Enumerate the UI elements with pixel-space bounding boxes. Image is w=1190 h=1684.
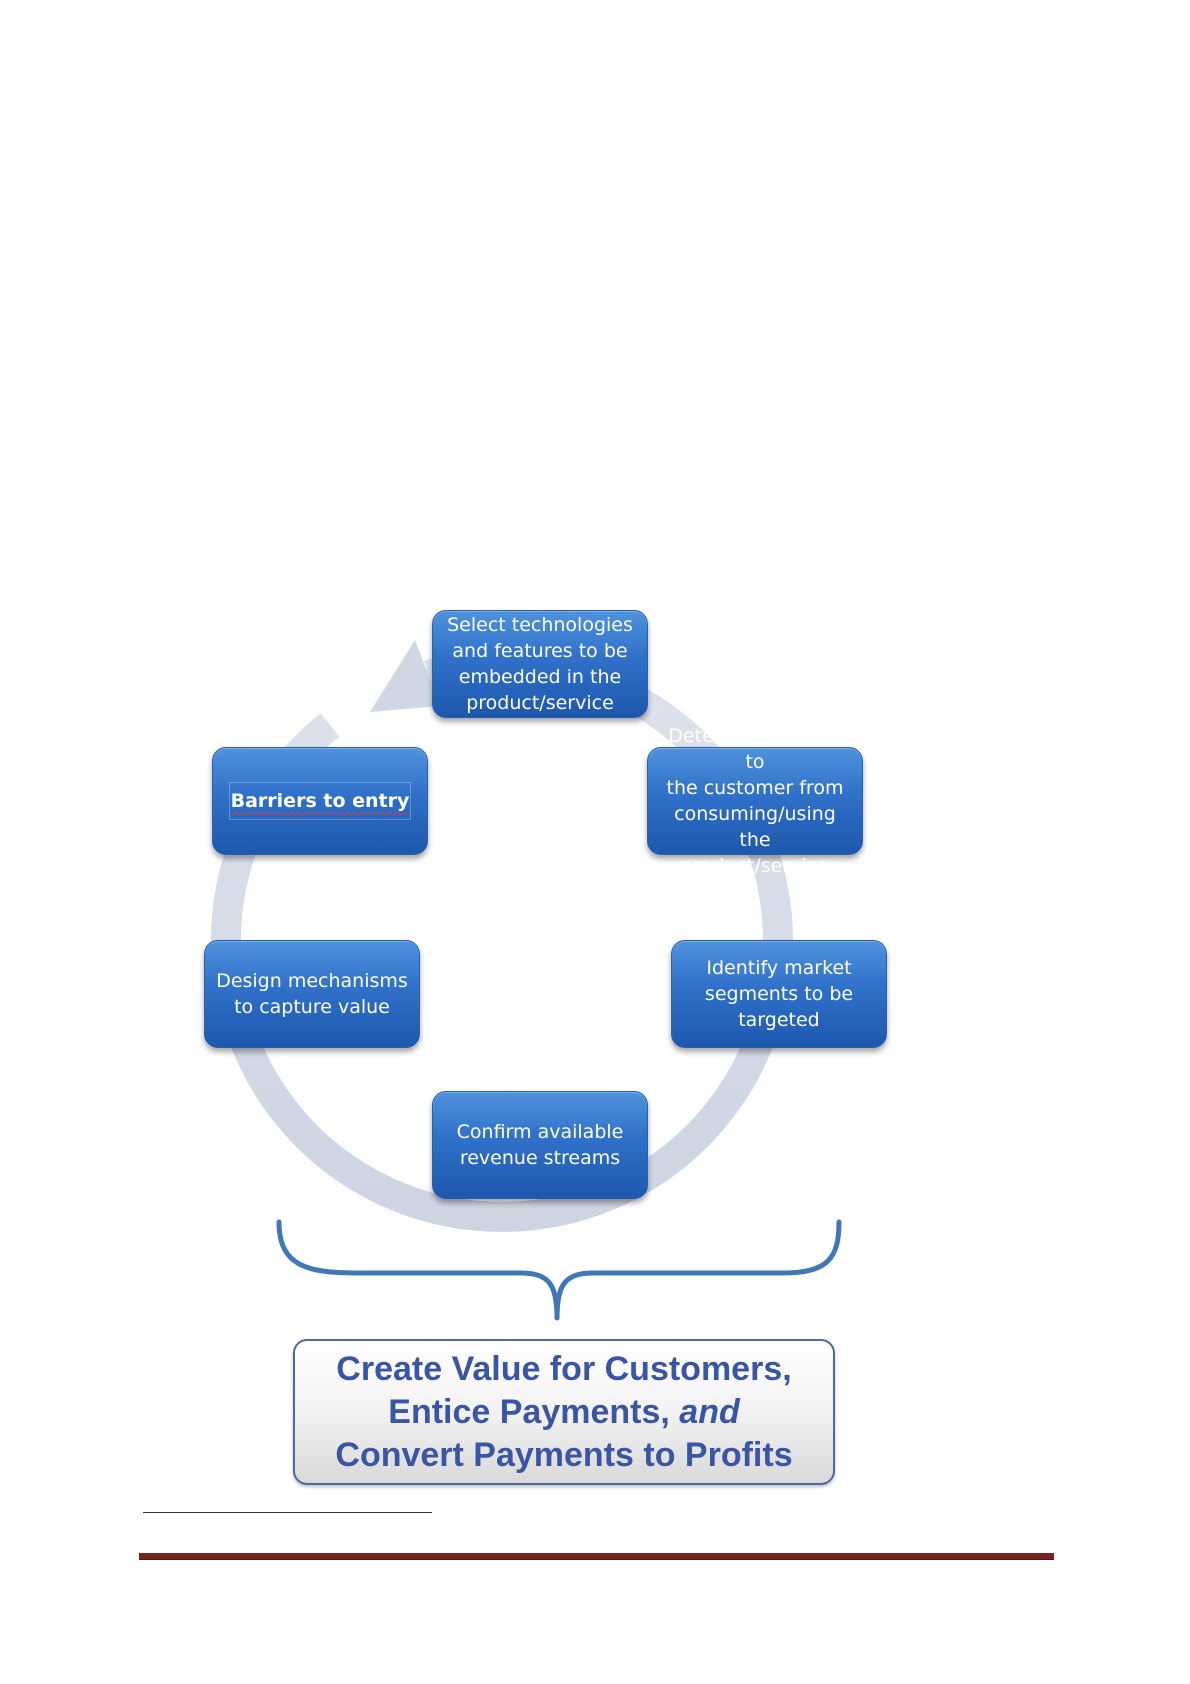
node-line: embedded in the xyxy=(458,666,622,688)
node-line: product/service xyxy=(681,855,829,877)
caption-line-2-text: Entice Payments, xyxy=(388,1392,680,1431)
footer-rule xyxy=(139,1553,1054,1559)
node-select-technologies: Select technologies and features to be e… xyxy=(432,610,648,718)
node-identify-segments: Identify market segments to be targeted xyxy=(671,940,887,1048)
node-line: targeted xyxy=(738,1009,820,1031)
node-inner-frame: Barriers to entry xyxy=(229,782,411,820)
caption-line-1: Create Value for Customers, xyxy=(336,1349,792,1388)
node-line: Design mechanisms xyxy=(216,970,408,992)
node-line: Determine benefit to xyxy=(668,725,842,773)
node-line: product/service xyxy=(466,692,614,714)
node-line: to capture value xyxy=(234,996,390,1018)
caption-line-2: Entice Payments, and xyxy=(388,1391,739,1434)
node-line: the customer from xyxy=(666,777,844,799)
node-confirm-revenue: Confirm available revenue streams xyxy=(432,1091,648,1199)
cycle-arrow-head xyxy=(370,640,440,712)
node-design-mechanisms: Design mechanisms to capture value xyxy=(204,940,420,1048)
node-line: segments to be xyxy=(704,983,854,1005)
node-line: Identify market xyxy=(706,957,852,979)
caption-box: Create Value for Customers, Entice Payme… xyxy=(293,1339,835,1485)
node-line: and features to be xyxy=(452,640,628,662)
node-determine-benefit: Determine benefit to the customer from c… xyxy=(647,725,863,877)
node-line: Barriers to entry xyxy=(230,790,410,812)
node-line: consuming/using the xyxy=(674,803,836,851)
node-barriers-to-entry: Barriers to entry xyxy=(212,747,428,855)
node-line: Confirm available xyxy=(456,1121,624,1143)
footnote-separator xyxy=(143,1512,432,1513)
caption-line-2-emphasis: and xyxy=(679,1392,740,1431)
node-line: revenue streams xyxy=(459,1147,621,1169)
caption-line-3: Convert Payments to Profits xyxy=(335,1435,793,1474)
curly-brace xyxy=(276,1219,842,1321)
node-line: Select technologies xyxy=(447,614,633,636)
